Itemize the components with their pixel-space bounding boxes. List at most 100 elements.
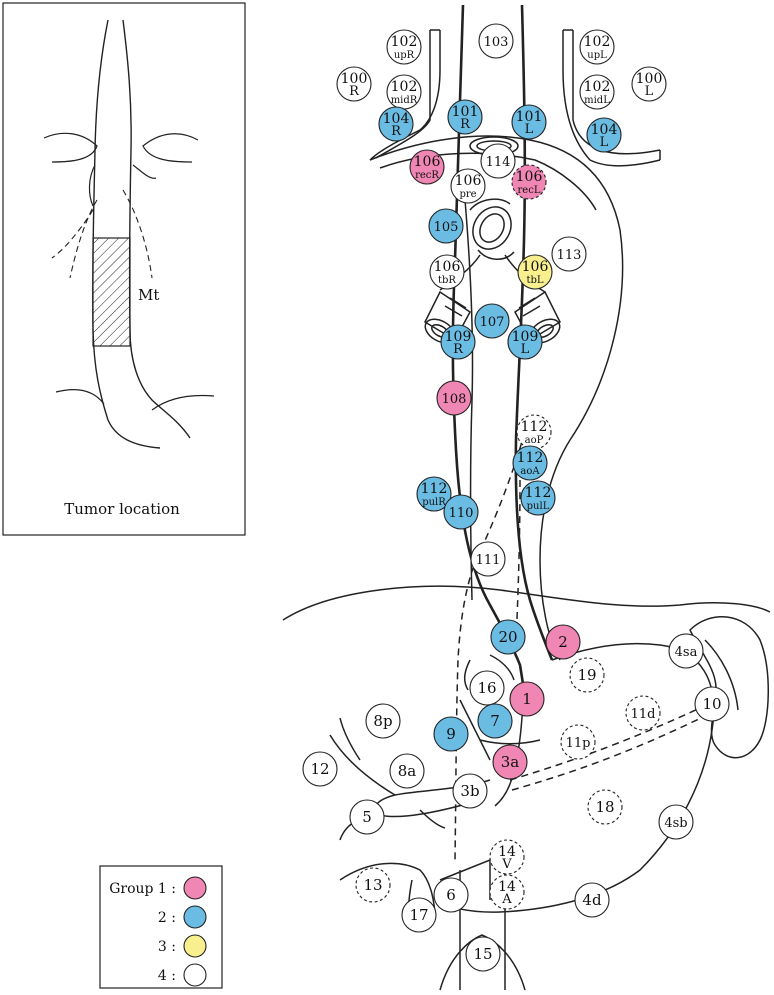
legend-label-4: 4 : (158, 968, 176, 984)
lymph-node-circle-102upL (579, 29, 615, 65)
lymph-node-11p: 11p (560, 724, 596, 760)
lymph-node-8a: 8a (389, 753, 425, 789)
stomach-outline (434, 642, 715, 913)
lymph-node-15: 15 (465, 936, 501, 972)
lymph-node-suffix-106tbL: tbL (526, 275, 543, 286)
lymph-node-circle-106tbR (429, 254, 465, 290)
lymph-node-number-106recL: 106 (516, 169, 543, 185)
lymph-node-circle-18 (587, 789, 623, 825)
lymph-node-suffix-102midL: midL (584, 95, 610, 106)
lymph-node-3a: 3a (492, 744, 528, 780)
lymph-node-number-3a: 3a (501, 753, 520, 771)
lymph-node-111: 111 (470, 541, 506, 577)
lymph-node-circle-101R (447, 99, 483, 135)
lymph-node-number-12: 12 (310, 760, 329, 778)
lymph-node-suffix-102upL: upL (587, 50, 607, 61)
lymph-node-circle-106recR (409, 149, 445, 185)
lymph-node-suffix-106recL: recL (518, 185, 541, 196)
subclavian-right-cap (563, 29, 661, 160)
lymph-node-8p: 8p (365, 703, 401, 739)
lymph-node-circle-3a (492, 744, 528, 780)
lymph-node-number-4d: 4d (582, 891, 602, 909)
lymph-node-number-11d: 11d (631, 707, 656, 722)
inset-right-dashed-line (122, 189, 153, 279)
lymph-node-number-106tbL: 106 (522, 259, 549, 275)
lymph-node-circle-17 (401, 897, 437, 933)
lymph-node-number-100R: 100 (341, 71, 368, 87)
lymph-node-number-2: 2 (558, 633, 568, 651)
lymph-node-number-6: 6 (446, 886, 456, 904)
lymph-node-circle-5 (349, 799, 385, 835)
lymph-node-9: 9 (433, 716, 469, 752)
lymph-node-suffix-104R: R (391, 124, 402, 139)
tumor-location-inset: Mt Tumor location (2, 2, 246, 536)
lymph-node-circle-103 (478, 23, 514, 59)
lymph-node-suffix-112aoP: aoP (525, 435, 544, 446)
lymph-node-number-102upL: 102 (584, 34, 611, 50)
lymph-node-113: 113 (551, 236, 587, 272)
lymph-node-circle-2 (545, 624, 581, 660)
lymph-node-number-101R: 101 (452, 104, 479, 120)
lymph-node-number-111: 111 (476, 553, 501, 568)
lymph-node-suffix-102upR: upR (394, 50, 415, 61)
lymph-node-number-13: 13 (363, 876, 382, 894)
lymph-node-circle-101L (511, 104, 547, 140)
legend-label-1: Group 1 : (109, 881, 176, 897)
lymph-node-circle-4sb (658, 804, 694, 840)
gastric-artery (463, 654, 541, 745)
inset-right-clavicle (142, 133, 199, 163)
lymph-node-number-19: 19 (577, 666, 596, 684)
lymph-node-1: 1 (509, 681, 545, 717)
lymph-node-circle-10 (694, 686, 730, 722)
lymph-node-number-108: 108 (442, 392, 467, 407)
lymph-node-16: 16 (469, 670, 505, 706)
lymph-node-circle-105 (428, 208, 464, 244)
lymph-node-18: 18 (587, 789, 623, 825)
lymph-node-number-112aoP: 112 (521, 419, 548, 435)
lymph-node-circle-100L (631, 66, 667, 102)
lymph-node-108: 108 (436, 380, 472, 416)
lymph-node-number-20: 20 (498, 628, 517, 646)
lymph-node-20: 20 (490, 619, 526, 655)
lymph-node-circle-108 (436, 380, 472, 416)
lymph-node-number-11p: 11p (566, 736, 591, 751)
lymph-node-circle-6 (433, 877, 469, 913)
lymph-node-number-104R: 104 (383, 111, 410, 127)
lymph-node-number-5: 5 (362, 808, 372, 826)
lymph-node-suffix-112pulL: pulL (527, 501, 550, 512)
lymph-node-number-1: 1 (522, 690, 532, 708)
legend-swatch-4 (183, 963, 207, 987)
inset-right-rib (132, 164, 157, 179)
subclavian-right (562, 30, 661, 167)
liver-edge (339, 862, 436, 921)
diaphragm (282, 585, 771, 621)
inset-esophagus-left-wall (92, 19, 161, 449)
iliac-split (439, 934, 526, 991)
lymph-node-10: 10 (694, 686, 730, 722)
lymph-node-circle-106recL (511, 164, 547, 200)
lymph-node-number-10: 10 (702, 695, 721, 713)
lymph-node-number-14V: 14 (498, 844, 516, 860)
trachea-left (369, 30, 441, 161)
legend: Group 1 :2 :3 :4 : (99, 865, 223, 989)
lymph-node-number-112aoA: 112 (517, 450, 544, 466)
lymph-node-circle-12 (302, 751, 338, 787)
lymph-node-number-105: 105 (434, 220, 459, 235)
lymph-node-circle-100R (336, 66, 372, 102)
lymph-node-circle-20 (490, 619, 526, 655)
lymph-node-circle-15 (465, 936, 501, 972)
lymph-node-suffix-14A: A (501, 892, 512, 907)
